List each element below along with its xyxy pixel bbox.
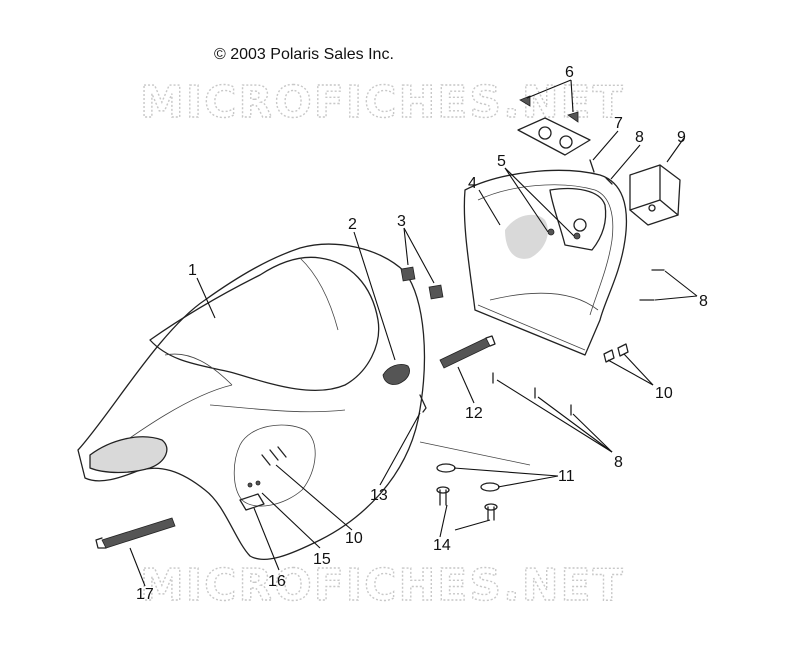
- copyright-notice: © 2003 Polaris Sales Inc.: [214, 46, 394, 63]
- callout-numbers: 1 2 3 4 5 6 7 8 9 8 10 8 11 12 13 14 15 …: [136, 64, 708, 603]
- part-3-clips: [400, 266, 444, 300]
- callout-3: 3: [397, 213, 406, 230]
- watermark-bottom: MICROFICHES.NET: [140, 560, 625, 611]
- callout-4: 4: [468, 175, 477, 192]
- part-6-plate: [517, 95, 591, 156]
- part-10-clips: [603, 343, 629, 363]
- callout-12: 12: [465, 405, 483, 422]
- callout-15: 15: [313, 551, 331, 568]
- callout-16: 16: [268, 573, 286, 590]
- callout-10-left: 10: [345, 530, 363, 547]
- callout-6: 6: [565, 64, 574, 81]
- callout-8-top: 8: [635, 129, 644, 146]
- watermark-top: MICROFICHES.NET: [140, 77, 625, 128]
- callout-14: 14: [433, 537, 451, 554]
- storage-bucket: [463, 169, 628, 356]
- part-8-fasteners: [492, 159, 665, 416]
- callout-5: 5: [497, 153, 506, 170]
- part-9-latch: [629, 164, 681, 226]
- callout-13: 13: [370, 487, 388, 504]
- seat-assembly: [77, 243, 426, 560]
- callout-8-bottom: 8: [614, 454, 623, 471]
- callout-8-right: 8: [699, 293, 708, 310]
- part-12-cable-tie: [439, 335, 496, 369]
- callout-7: 7: [614, 115, 623, 132]
- callout-10-right: 10: [655, 385, 673, 402]
- part-17-cable-tie: [95, 517, 176, 549]
- callout-1: 1: [188, 262, 197, 279]
- callout-9: 9: [677, 129, 686, 146]
- leader-lines: [129, 79, 698, 587]
- callout-17: 17: [136, 586, 154, 603]
- callout-2: 2: [348, 216, 357, 233]
- callout-11: 11: [558, 468, 575, 485]
- part-13-screw: [419, 394, 427, 413]
- part-14-bolts: [436, 486, 498, 521]
